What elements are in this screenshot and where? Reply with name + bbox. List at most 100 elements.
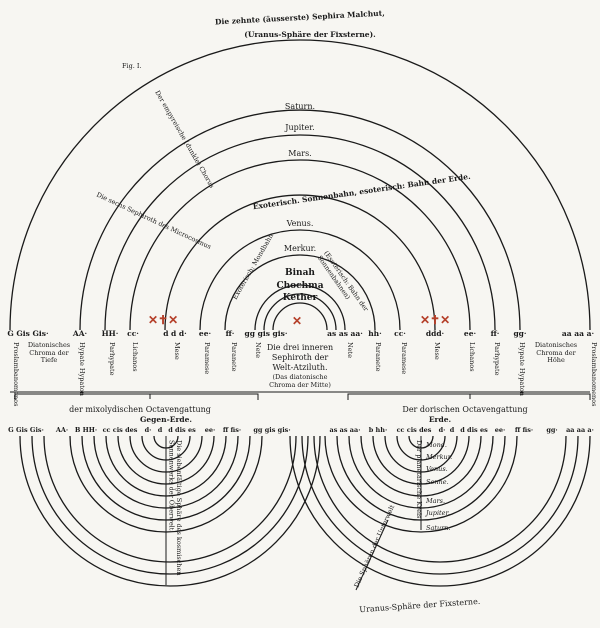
lower-note-label: b hh·: [369, 426, 388, 434]
six-sephiroth-label: Die sechs Sephiroth des Microcosmus: [95, 191, 212, 251]
lower-planet-label: Sonne.: [426, 478, 449, 486]
voice-label: Paramese: [400, 342, 408, 374]
sun-path-label: Exoterisch. Sonnenbahn, esoterisch: Bahn…: [252, 172, 471, 211]
lower-note-label: as as aa·: [330, 426, 361, 434]
upper-note-label: gg gis gis·: [245, 329, 288, 338]
voice-label: Proslambanomenos: [590, 342, 598, 406]
voice-label: Nete: [254, 342, 262, 358]
left-chroma-wrap: Diatonisches Chroma der Tiefe: [27, 342, 71, 364]
lower-planet-label: Merkur.: [425, 453, 452, 461]
fig-label: Fig. I.: [122, 62, 142, 70]
upper-note-label: AA·: [72, 329, 87, 338]
voice-label: Nete: [346, 342, 354, 358]
upper-note-label: G Gis Gis·: [7, 329, 48, 338]
lower-right-small-arc: [324, 435, 518, 533]
empyrean-label: Der empyreische (dunkle) Chorus: [153, 89, 216, 189]
lower-note-label: aa aa a·: [566, 426, 594, 434]
lower-planet-label: Mond.: [425, 441, 447, 449]
center-label-4: (Das diatonische: [273, 373, 328, 381]
lower-note-label: d dis es: [168, 426, 196, 434]
lower-note-label: ee·: [495, 426, 506, 434]
upper-note-label: d d d·: [163, 329, 187, 338]
connector-lines: [10, 391, 591, 591]
voice-label: Parhypate: [493, 342, 501, 376]
left-vertical-label: Die siebenfältige Sphäre des kosmischen …: [167, 440, 184, 576]
upper-note-label: ff·: [491, 329, 500, 338]
title-line-2: (Uranus-Sphäre der Fixsterne).: [244, 30, 375, 39]
upper-note-label: aa aa a·: [562, 329, 594, 338]
upper-note-label: gg·: [513, 329, 526, 338]
left-chroma-label: Diatonisches Chroma der Tiefe: [27, 342, 71, 364]
planet-mars: Mars.: [288, 149, 311, 158]
upper-note-label: hh·: [368, 329, 382, 338]
lower-note-label: d dis es: [460, 426, 488, 434]
lower-note-label: gg·: [546, 426, 557, 434]
lower-right-large-arc: [313, 435, 567, 563]
lower-semicircles: [19, 435, 591, 587]
planet-merkur: Merkur.: [284, 244, 316, 253]
counter-earth-label: Gegen-Erde.: [140, 415, 192, 424]
lower-note-label: B HH·: [75, 426, 97, 434]
upper-semicircles: [9, 39, 591, 331]
left-vertical-wrap: Die siebenfältige Sphäre des kosmischen …: [167, 440, 184, 576]
voice-label: Lichanos: [468, 342, 476, 372]
right-chroma-wrap: Diatonisches Chroma der Höhe: [534, 342, 578, 364]
upper-note-label: HH·: [102, 329, 119, 338]
lower-planet-label: Venus.: [426, 465, 448, 473]
upper-note-label: ee·: [199, 329, 211, 338]
upper-note-label: as as aa·: [327, 329, 363, 338]
upper-arc: [263, 293, 337, 331]
lower-right-large-arc: [289, 435, 591, 587]
sephira-chochma: Chochma: [276, 281, 323, 291]
lower-note-label: G Gis Gis·: [8, 426, 44, 434]
diagonal-line: [355, 519, 389, 591]
bottom-uranus-label: Uranus-Sphäre der Fixsterne.: [359, 597, 481, 614]
lower-planet-labels: Mond.Merkur.Venus.Sonne.Mars.Jupiter.Sat…: [424, 441, 452, 532]
upper-note-labels: G Gis Gis·AA·HH·cc·d d d·ee·ff·gg gis gi…: [7, 329, 594, 338]
center-label-2: Sephiroth der: [272, 353, 328, 362]
voice-label: Parhypate: [108, 342, 116, 376]
voice-label: Mese: [173, 342, 181, 360]
moon-path-label: Exoterisch: Mondbahn: [231, 232, 275, 301]
mixolydian-label: der mixolydischen Octavengattung: [69, 405, 211, 414]
earth-label: Erde.: [429, 415, 451, 424]
upper-note-label: ee·: [464, 329, 476, 338]
lower-note-label: gg gis gis·: [253, 426, 290, 434]
voice-label: Lichanos: [131, 342, 139, 372]
upper-arc: [9, 39, 591, 331]
voice-label: Proslambanomenos: [12, 342, 20, 406]
center-label-5: Chroma der Mitte): [269, 381, 331, 389]
mixolydian-bracket: [14, 393, 259, 400]
sephira-kether: Kether: [283, 293, 318, 303]
planet-symbols-right-icon: ✕✝✕: [420, 313, 450, 327]
lower-note-label: ff fis·: [515, 426, 533, 434]
underworld-diagonal-label: Die Sphären der Unterwelt: [353, 503, 397, 588]
dorian-bracket: [347, 393, 591, 400]
upper-arc: [104, 134, 496, 331]
lower-note-label: d: [158, 426, 163, 434]
planet-venus: Venus.: [286, 219, 314, 228]
lower-planet-label: Jupiter.: [424, 509, 450, 517]
upper-arc: [224, 254, 376, 331]
voice-label: Paranete: [230, 342, 238, 372]
planet-saturn: Saturn.: [285, 102, 315, 111]
lower-note-label: d·: [439, 426, 446, 434]
voice-label: Paranete: [374, 342, 382, 372]
center-label-3: Welt-Atziluth.: [272, 363, 327, 372]
right-vertical-label: Der planetarische Kreis: [415, 440, 423, 518]
lower-note-label: ff fis·: [223, 426, 241, 434]
lower-planet-label: Mars.: [425, 497, 445, 505]
upper-arc: [272, 302, 328, 331]
upper-arc: [79, 109, 521, 331]
upper-arc: [129, 159, 471, 331]
crossed-keys-icon: ✕: [292, 314, 302, 328]
lower-note-label: d: [450, 426, 455, 434]
lower-note-label: cc cis des: [397, 426, 432, 434]
voice-label: Mese: [433, 342, 441, 360]
title-line-1: Die zehnte (äusserste) Sephira Malchut,: [215, 9, 385, 27]
lower-note-label: d·: [145, 426, 152, 434]
right-chroma-label: Diatonisches Chroma der Höhe: [534, 342, 578, 364]
